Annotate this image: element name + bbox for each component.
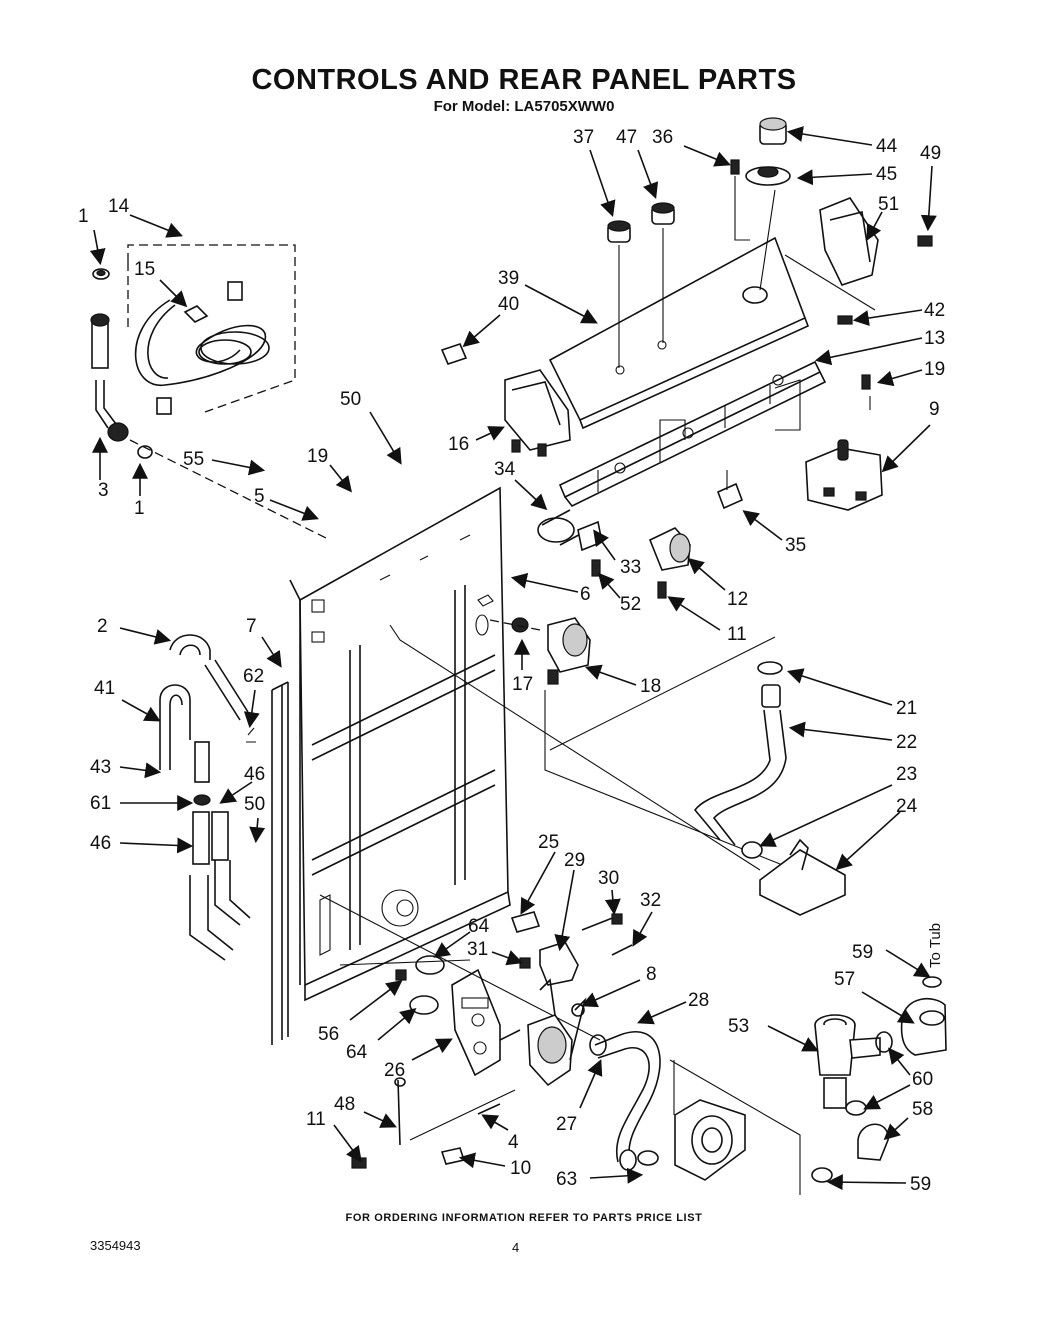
callout-57: 57 <box>834 969 855 990</box>
callout-56: 56 <box>318 1024 339 1045</box>
callout-17: 17 <box>512 674 533 695</box>
callout-41: 41 <box>94 678 115 699</box>
callout-18: 18 <box>640 676 661 697</box>
callout-21: 21 <box>896 698 917 719</box>
model-subtitle: For Model: LA5705XWW0 <box>433 98 615 115</box>
callout-11a: 11 <box>727 624 747 645</box>
callout-39: 39 <box>498 268 519 289</box>
callout-25: 25 <box>538 832 559 853</box>
callout-47: 47 <box>616 127 637 148</box>
callout-5: 5 <box>254 486 265 507</box>
console-assembly <box>440 117 933 457</box>
callout-33: 33 <box>620 557 641 578</box>
callout-35: 35 <box>785 535 806 556</box>
callout-13: 13 <box>924 328 945 349</box>
callout-32: 32 <box>640 890 661 911</box>
callout-42: 42 <box>924 300 945 321</box>
pump-drain-assembly <box>319 894 801 1195</box>
page-title: CONTROLS AND REAR PANEL PARTS <box>251 64 797 96</box>
callout-15: 15 <box>134 259 155 280</box>
callout-50a: 50 <box>340 389 361 410</box>
power-cord-assembly <box>127 244 296 415</box>
callout-58: 58 <box>912 1099 933 1120</box>
callout-labels: 1 14 15 3 1 55 19 5 50 2 7 62 41 43 61 4… <box>78 127 945 1195</box>
callout-8: 8 <box>646 964 657 985</box>
callout-23: 23 <box>896 764 917 785</box>
callout-6: 6 <box>580 584 591 605</box>
callout-43: 43 <box>90 757 111 778</box>
callout-37: 37 <box>573 127 594 148</box>
callout-53: 53 <box>728 1016 749 1037</box>
callout-36: 36 <box>652 127 673 148</box>
callout-46b: 46 <box>90 833 111 854</box>
fill-hose <box>693 661 846 916</box>
callout-48: 48 <box>334 1094 355 1115</box>
callout-2: 2 <box>97 616 108 637</box>
callout-19b: 19 <box>924 359 945 380</box>
callout-61: 61 <box>90 793 111 814</box>
callout-64b: 64 <box>346 1042 368 1063</box>
callout-14: 14 <box>108 196 130 217</box>
callout-19a: 19 <box>307 446 328 467</box>
control-bracket <box>558 360 883 511</box>
callout-10: 10 <box>510 1158 531 1179</box>
callout-46a: 46 <box>244 764 265 785</box>
callout-7: 7 <box>246 616 257 637</box>
side-rail <box>271 681 289 1045</box>
callout-34: 34 <box>494 459 516 480</box>
ordering-note: FOR ORDERING INFORMATION REFER TO PARTS … <box>345 1212 703 1224</box>
inlet-hose-parts <box>90 268 331 541</box>
callout-55: 55 <box>183 449 204 470</box>
callout-49: 49 <box>920 143 941 164</box>
callout-3: 3 <box>98 480 109 501</box>
callout-64a: 64 <box>468 916 490 937</box>
callout-11b: 11 <box>306 1109 326 1130</box>
to-tub-label: To Tub <box>927 923 944 968</box>
callout-59a: 59 <box>852 942 873 963</box>
callout-24: 24 <box>896 796 918 817</box>
callout-9: 9 <box>929 399 940 420</box>
callout-4: 4 <box>508 1132 519 1153</box>
callout-1a: 1 <box>78 206 89 227</box>
callout-45: 45 <box>876 164 897 185</box>
callout-50b: 50 <box>244 794 265 815</box>
callout-1b: 1 <box>134 498 145 519</box>
drain-hoses <box>159 634 256 961</box>
callout-16: 16 <box>448 434 469 455</box>
page-number: 4 <box>512 1240 520 1255</box>
leader-lines <box>89 126 937 1191</box>
callout-26: 26 <box>384 1060 405 1081</box>
rear-panel <box>289 486 511 1002</box>
callout-52: 52 <box>620 594 641 615</box>
callout-30: 30 <box>598 868 619 889</box>
document-number: 3354943 <box>90 1238 141 1253</box>
callout-29: 29 <box>564 850 585 871</box>
callout-27: 27 <box>556 1114 577 1135</box>
callout-31: 31 <box>467 939 488 960</box>
callout-62: 62 <box>243 666 264 687</box>
callout-40: 40 <box>498 294 519 315</box>
callout-59b: 59 <box>910 1174 931 1195</box>
callout-63: 63 <box>556 1169 577 1190</box>
callout-51: 51 <box>878 194 899 215</box>
callout-60: 60 <box>912 1069 933 1090</box>
callout-22: 22 <box>896 732 917 753</box>
callout-12: 12 <box>727 589 748 610</box>
callout-28: 28 <box>688 990 709 1011</box>
callout-44: 44 <box>876 136 898 157</box>
